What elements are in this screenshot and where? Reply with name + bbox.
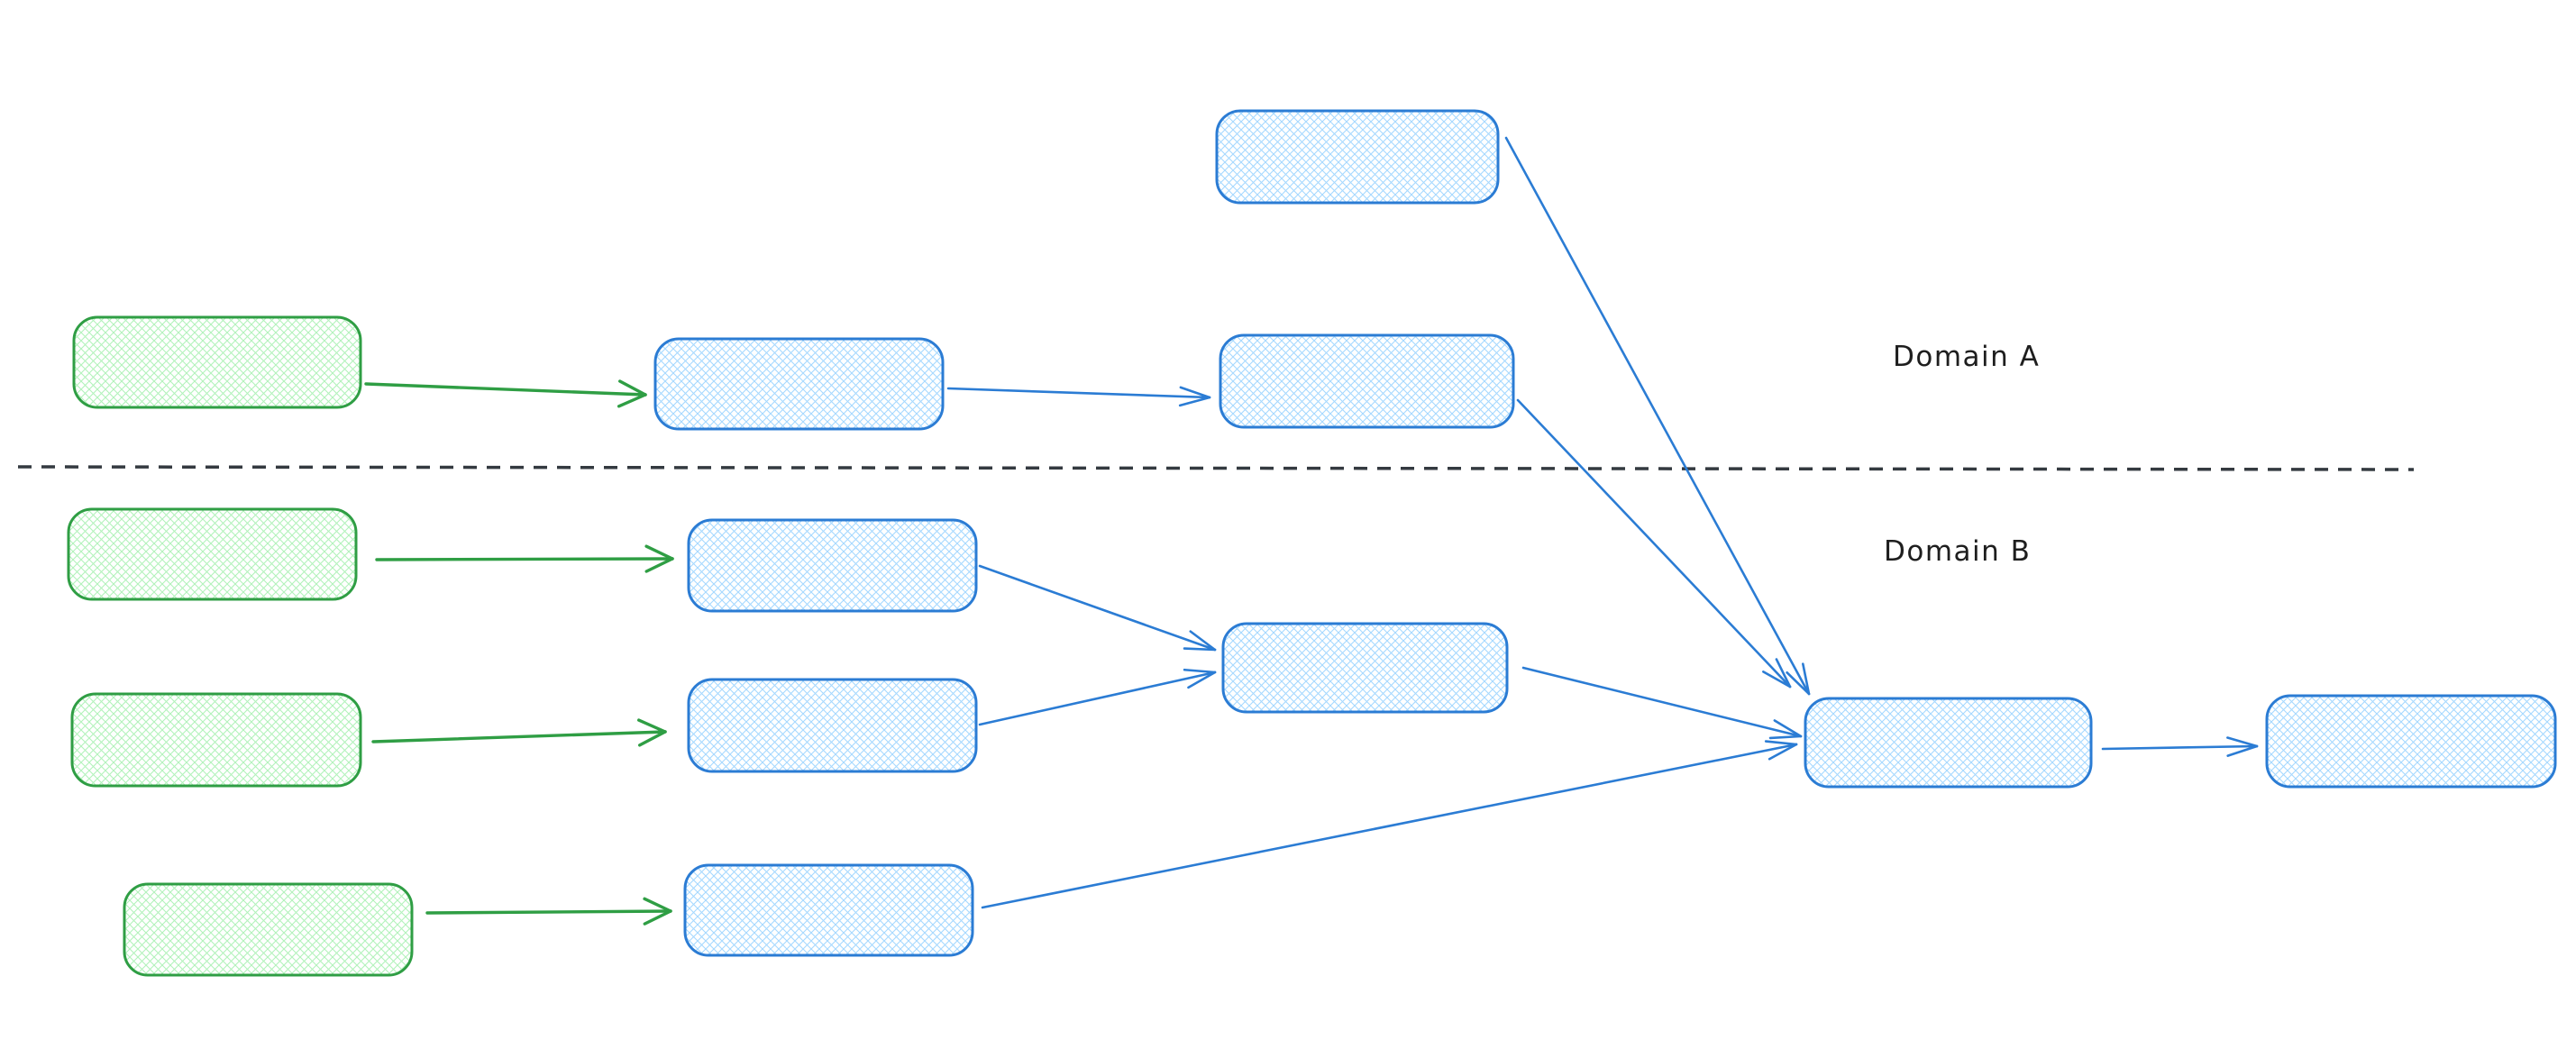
edge-a-top-source-to-merge[interactable] — [1504, 136, 1811, 696]
edge-b-stage-1-to-b-merge[interactable] — [978, 564, 1217, 652]
edge-b-input-1-to-b-stage-1[interactable] — [375, 544, 674, 573]
edges-layer — [364, 136, 2259, 926]
edge-a-input-to-a-stage-1[interactable] — [364, 379, 647, 408]
node-domain-a-top-source[interactable] — [1215, 109, 1500, 205]
node-domain-b-stage-1[interactable] — [687, 518, 978, 613]
node-merge[interactable] — [1804, 697, 2093, 789]
node-domain-b-stage-3[interactable] — [683, 863, 974, 957]
edge-b-merge-to-merge[interactable] — [1521, 666, 1803, 740]
node-output[interactable] — [2265, 694, 2557, 789]
node-domain-b-input-2[interactable] — [70, 692, 362, 788]
edge-b-input-3-to-b-stage-3[interactable] — [425, 897, 672, 926]
edge-a-stage-1-to-a-stage-2[interactable] — [946, 386, 1211, 407]
edge-b-stage-3-to-merge[interactable] — [981, 740, 1798, 909]
edge-merge-to-output[interactable] — [2101, 736, 2259, 757]
edge-b-stage-2-to-b-merge[interactable] — [978, 668, 1217, 726]
edge-a-stage-2-to-merge[interactable] — [1516, 398, 1792, 689]
node-domain-b-input-3[interactable] — [123, 882, 414, 977]
node-domain-b-merge[interactable] — [1221, 622, 1509, 714]
domain-divider-line[interactable] — [17, 465, 2415, 471]
node-domain-b-stage-2[interactable] — [687, 678, 978, 773]
edge-b-input-2-to-b-stage-2[interactable] — [371, 718, 667, 747]
node-domain-a-stage-2[interactable] — [1219, 333, 1515, 429]
nodes-layer — [67, 109, 2557, 977]
domain-a-label[interactable]: Domain A — [1893, 341, 2040, 373]
node-domain-b-input-1[interactable] — [67, 507, 358, 601]
domain-b-label[interactable]: Domain B — [1884, 535, 2031, 568]
node-domain-a-stage-1[interactable] — [653, 337, 945, 431]
node-domain-a-input[interactable] — [72, 315, 362, 409]
